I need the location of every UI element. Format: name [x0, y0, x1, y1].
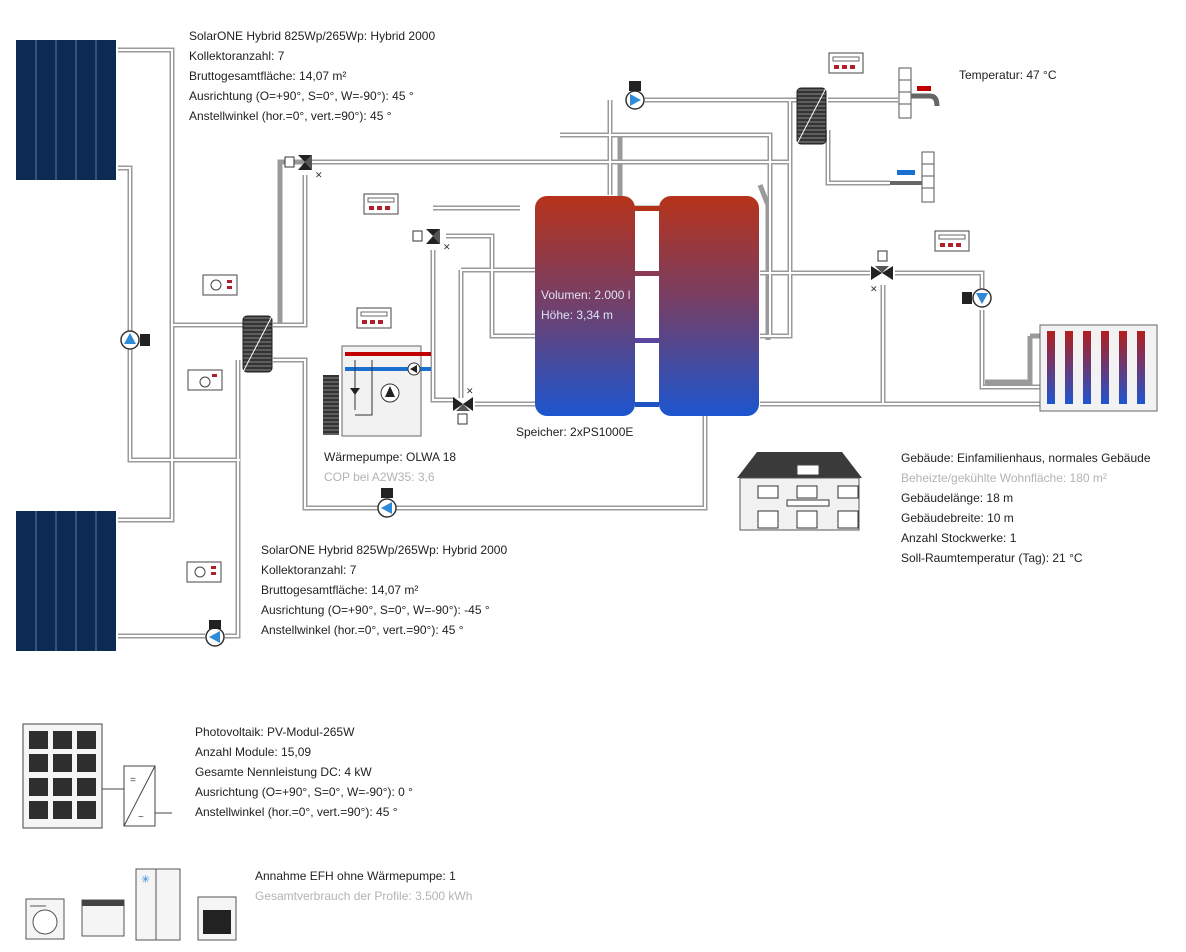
- collector-top-orientation: Ausrichtung (O=+90°, S=0°, W=-90°): 45 °: [189, 89, 414, 103]
- svg-text:✕: ✕: [443, 242, 451, 252]
- hot-water-tap-icon: [898, 67, 940, 119]
- svg-text:✳: ✳: [141, 874, 150, 886]
- controller-icon: [186, 561, 222, 583]
- three-way-valve-icon: ✕: [412, 229, 451, 252]
- pv-power: Gesamte Nennleistung DC: 4 kW: [195, 765, 372, 779]
- controller-icon: [187, 369, 223, 391]
- heat-pump-unit: [323, 345, 431, 437]
- pv-type: Photovoltaik: PV-Modul-265W: [195, 725, 355, 739]
- building-length: Gebäudelänge: 18 m: [901, 491, 1014, 505]
- pump-icon: [962, 288, 992, 308]
- consumer-profile: Annahme EFH ohne Wärmepumpe: 1: [255, 869, 456, 883]
- collector-bottom-info: SolarONE Hybrid 825Wp/265Wp: Hybrid 2000…: [261, 540, 507, 640]
- svg-text:~: ~: [138, 812, 144, 823]
- storage-name: Speicher: 2xPS1000E: [516, 425, 634, 439]
- three-way-valve-icon: ✕: [870, 250, 893, 294]
- collector-top-type: SolarONE Hybrid 825Wp/265Wp: Hybrid 2000: [189, 29, 436, 43]
- consumer-total: Gesamtverbrauch der Profile: 3.500 kWh: [255, 889, 473, 903]
- collector-top-info: SolarONE Hybrid 825Wp/265Wp: Hybrid 2000…: [189, 26, 435, 126]
- heat-pump-cop: COP bei A2W35: 3,6: [324, 470, 435, 484]
- solar-collector-bottom: [16, 511, 116, 651]
- temperature-display-icon: [934, 230, 970, 252]
- storage-volume: Volumen: 2.000 l: [541, 288, 631, 302]
- fridge-icon: ✳: [135, 868, 181, 941]
- three-way-valve-icon: ✕: [453, 386, 474, 425]
- building-icon: [737, 452, 862, 531]
- radiator: [1039, 324, 1158, 412]
- collector-bottom-area: Bruttogesamtfläche: 14,07 m²: [261, 583, 419, 597]
- collector-top-area: Bruttogesamtfläche: 14,07 m²: [189, 69, 347, 83]
- heat-exchanger-icon: [796, 87, 827, 145]
- controller-icon: [202, 274, 238, 296]
- pump-icon: [625, 81, 645, 110]
- collector-top-tilt: Anstellwinkel (hor.=0°, vert.=90°): 45 °: [189, 109, 392, 123]
- three-way-valve-icon: ✕: [284, 155, 323, 180]
- pump-icon: [377, 488, 397, 518]
- temperature-display-icon: [363, 193, 399, 215]
- temperature-display-icon: [828, 52, 864, 74]
- svg-text:✕: ✕: [315, 170, 323, 180]
- storage-tank: [535, 196, 759, 416]
- collector-bottom-orientation: Ausrichtung (O=+90°, S=0°, W=-90°): -45 …: [261, 603, 490, 617]
- collector-bottom-count: Kollektoranzahl: 7: [261, 563, 357, 577]
- collector-bottom-type: SolarONE Hybrid 825Wp/265Wp: Hybrid 2000: [261, 543, 508, 557]
- temperature-display-icon: [356, 307, 392, 329]
- pv-info: Photovoltaik: PV-Modul-265W Anzahl Modul…: [195, 722, 413, 822]
- svg-text:✕: ✕: [870, 284, 878, 294]
- building-area: Beheizte/gekühlte Wohnfläche: 180 m²: [901, 471, 1107, 485]
- pv-module-count: Anzahl Module: 15,09: [195, 745, 312, 759]
- washing-machine-icon: [25, 898, 65, 940]
- laptop-icon: [81, 899, 125, 937]
- building-room-temp: Soll-Raumtemperatur (Tag): 21 °C: [901, 551, 1083, 565]
- heat-exchanger-icon: [242, 315, 273, 373]
- pv-module-icon: = ~: [22, 723, 172, 829]
- heat-pump-name: Wärmepumpe: OLWA 18: [324, 450, 457, 464]
- collector-bottom-tilt: Anstellwinkel (hor.=0°, vert.=90°): 45 °: [261, 623, 464, 637]
- building-floors: Anzahl Stockwerke: 1: [901, 531, 1017, 545]
- cold-water-tap-icon: [890, 151, 935, 203]
- pump-icon: [205, 620, 225, 647]
- collector-top-count: Kollektoranzahl: 7: [189, 49, 285, 63]
- pv-orientation: Ausrichtung (O=+90°, S=0°, W=-90°): 0 °: [195, 785, 413, 799]
- svg-text:✕: ✕: [466, 386, 474, 396]
- oven-icon: [197, 896, 237, 941]
- hot-water-temperature: Temperatur: 47 °C: [959, 68, 1057, 82]
- solar-collector-top: [16, 40, 116, 180]
- svg-text:=: =: [130, 775, 136, 786]
- building-type: Gebäude: Einfamilienhaus, normales Gebäu…: [901, 451, 1151, 465]
- building-width: Gebäudebreite: 10 m: [901, 511, 1014, 525]
- building-info: Gebäude: Einfamilienhaus, normales Gebäu…: [901, 448, 1151, 568]
- storage-height: Höhe: 3,34 m: [541, 308, 614, 322]
- pv-tilt: Anstellwinkel (hor.=0°, vert.=90°): 45 °: [195, 805, 398, 819]
- pump-icon: [120, 330, 150, 350]
